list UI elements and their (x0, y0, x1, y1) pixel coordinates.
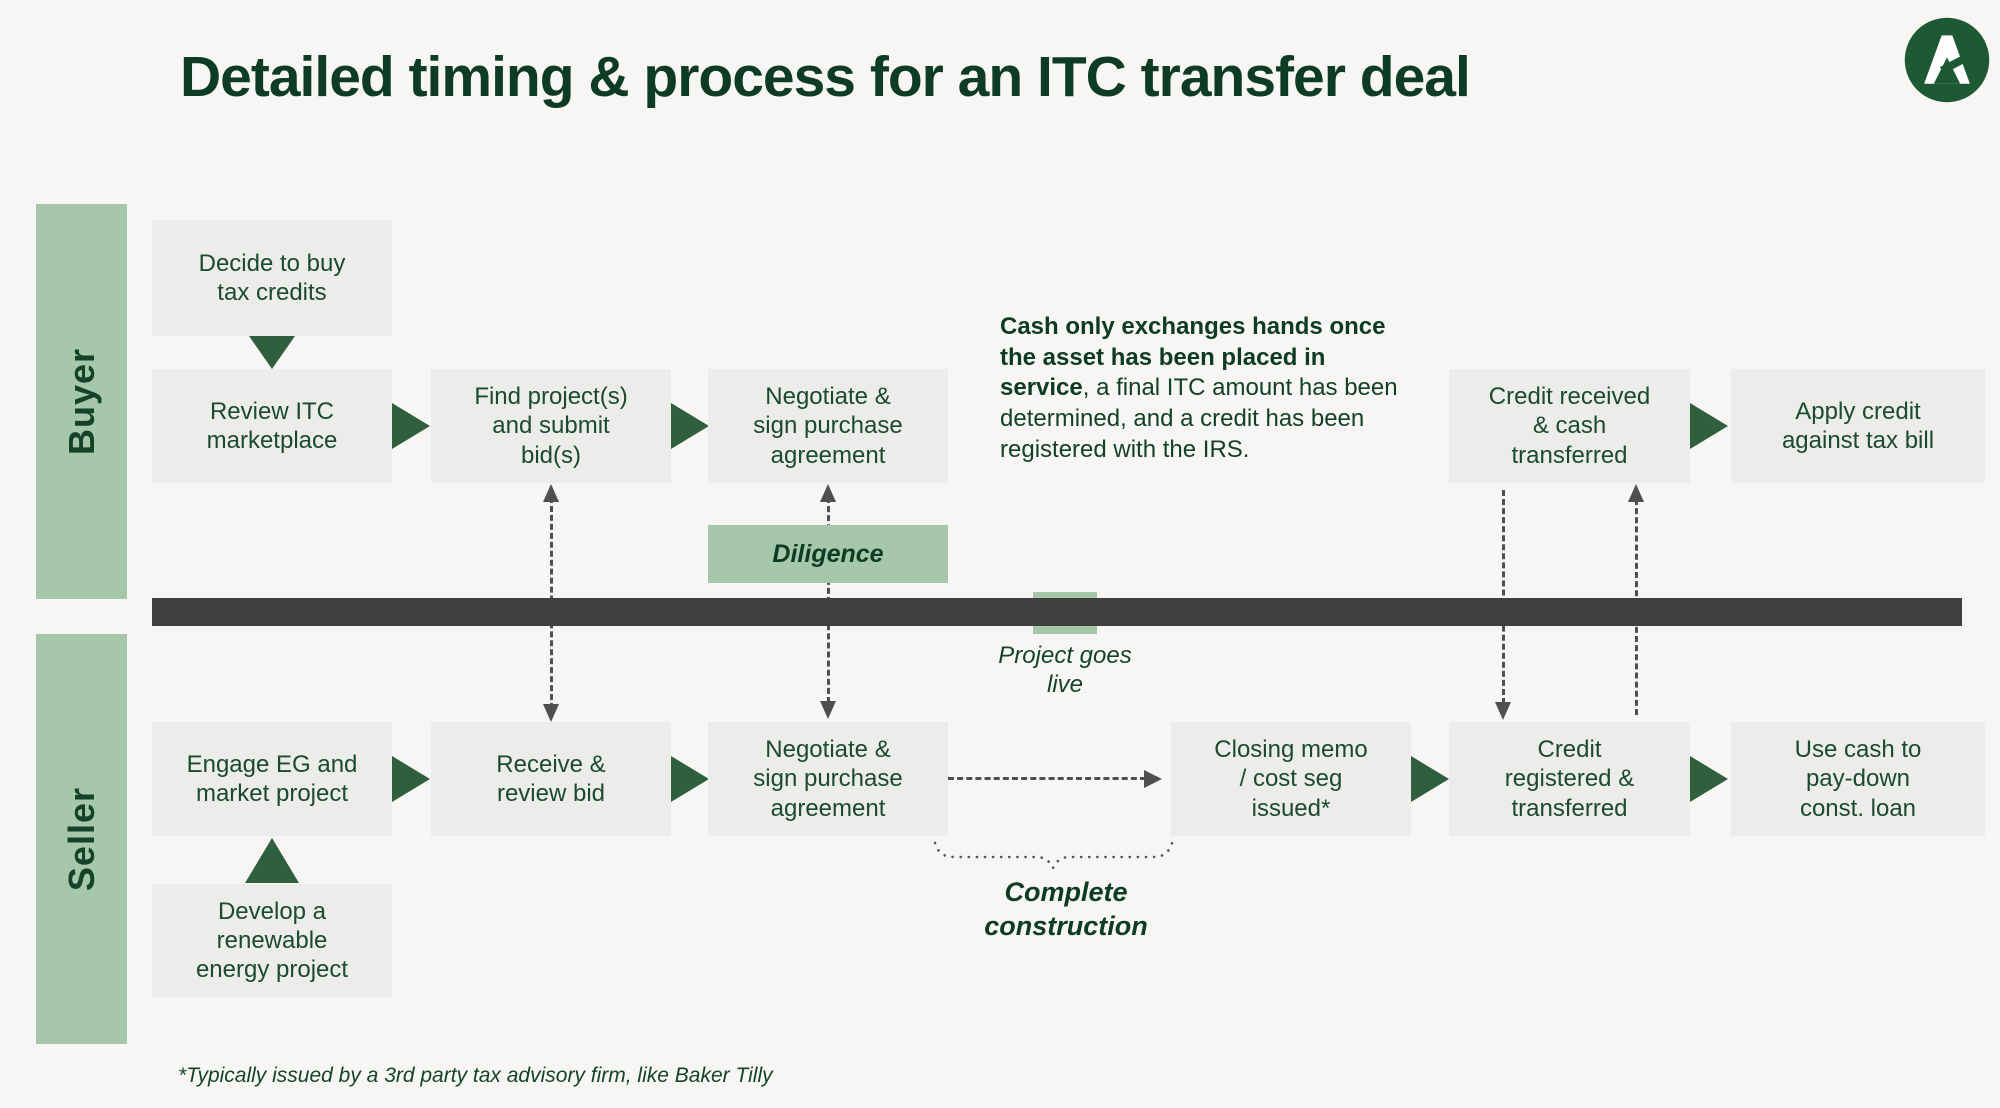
evergreen-tree-logo-icon (1904, 17, 1990, 103)
complete-construction-label: Complete construction (984, 877, 1148, 941)
connector-arrowhead-down (1495, 702, 1511, 720)
flow-arrow-receive-to-negotiate (671, 756, 709, 802)
flow-arrow-engage-to-receive (392, 756, 430, 802)
complete-construction-bracket (933, 841, 1174, 871)
footnote: *Typically issued by a 3rd party tax adv… (178, 1064, 773, 1087)
connector-arrowhead-down (543, 704, 559, 722)
connector-arrowhead-up (543, 484, 559, 502)
step-decide-to-buy: Decide to buy tax credits (152, 220, 392, 336)
flow-arrow-registered-to-usecash (1690, 756, 1728, 802)
flow-arrow-closing-to-registered (1411, 756, 1449, 802)
connector-credit-down (1502, 490, 1505, 704)
flow-arrow-find-to-negotiate (671, 403, 709, 449)
step-find-projects: Find project(s) and submit bid(s) (431, 369, 671, 483)
step-negotiate-seller: Negotiate & sign purchase agreement (708, 722, 948, 836)
step-use-cash: Use cash to pay-down const. loan (1731, 722, 1985, 836)
connector-closing-memo (948, 777, 1146, 780)
seller-lane-label: Seller (60, 786, 102, 892)
buyer-lane-band: Buyer (36, 204, 127, 599)
step-engage-eg: Engage EG and market project (152, 722, 392, 836)
step-closing-memo: Closing memo / cost seg issued* (1171, 722, 1411, 836)
up-arrow-develop-to-engage (245, 838, 299, 883)
cash-note-rest: , a final ITC amount has been determined… (1000, 374, 1398, 463)
step-review-itc-marketplace: Review ITC marketplace (152, 369, 392, 483)
step-apply-credit: Apply credit against tax bill (1731, 369, 1985, 483)
timeline-bar (152, 598, 1962, 626)
step-negotiate-buyer: Negotiate & sign purchase agreement (708, 369, 948, 483)
flow-arrow-review-to-find (392, 403, 430, 449)
step-receive-review-bid: Receive & review bid (431, 722, 671, 836)
connector-arrowhead-up (1628, 484, 1644, 502)
page-title: Detailed timing & process for an ITC tra… (180, 45, 1471, 109)
seller-lane-band: Seller (36, 634, 127, 1044)
connector-arrowhead-down (820, 701, 836, 719)
connector-arrowhead-up (820, 484, 836, 502)
down-arrow-decide-to-review (249, 336, 295, 369)
buyer-lane-label: Buyer (60, 347, 102, 456)
step-credit-registered: Credit registered & transferred (1449, 722, 1690, 836)
flow-arrow-credit-to-apply (1690, 403, 1728, 449)
step-develop-project: Develop a renewable energy project (152, 884, 392, 997)
diligence-band: Diligence (708, 525, 948, 583)
project-goes-live-label: Project goes live (998, 642, 1132, 698)
cash-note-bold: Cash only exchanges hands once the asset… (1000, 313, 1386, 402)
cash-note: Cash only exchanges hands once the asset… (1000, 312, 1420, 466)
step-credit-received: Credit received & cash transferred (1449, 369, 1690, 483)
connector-arrowhead-right (1144, 770, 1162, 788)
